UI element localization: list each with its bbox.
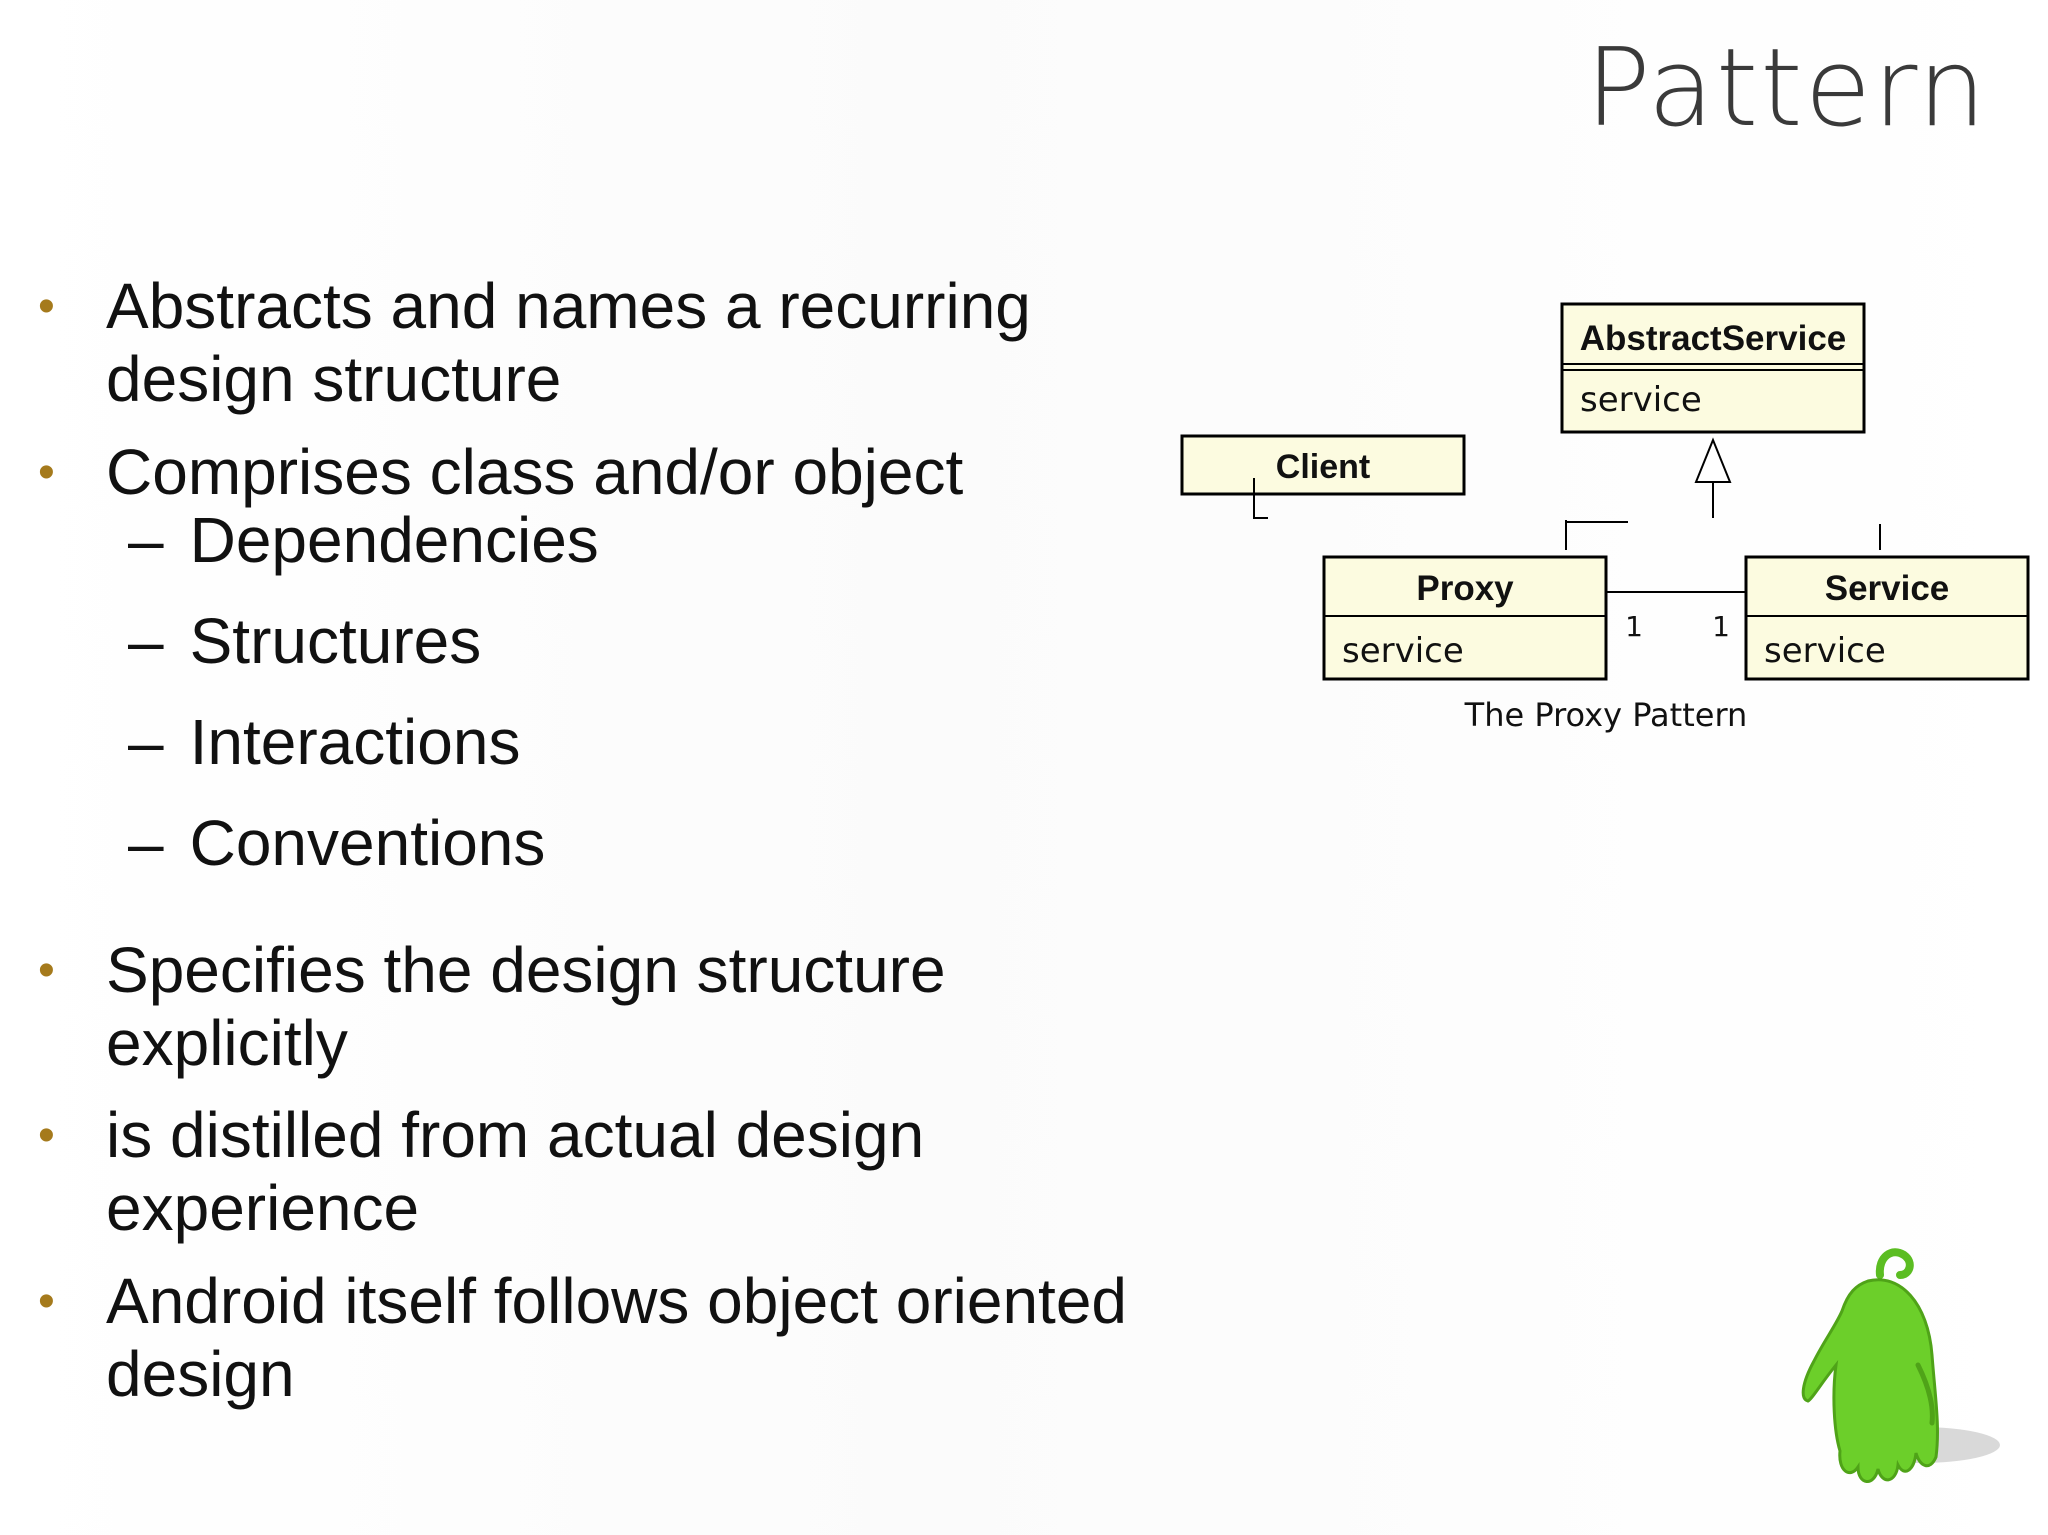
sub-bullet-text: Dependencies bbox=[189, 504, 599, 576]
proxy-class: Proxy service bbox=[1322, 555, 1608, 681]
association-line: 1 1 bbox=[1606, 591, 1746, 643]
sub-bullet-item: –Conventions bbox=[128, 807, 545, 880]
proxy-pattern-diagram: AbstractService service Client Proxy ser… bbox=[1180, 302, 2030, 734]
sub-bullet-marker: – bbox=[128, 605, 164, 677]
sub-bullet-marker: – bbox=[128, 504, 164, 576]
bullet-text: Android itself follows object oriented d… bbox=[106, 1265, 1127, 1410]
proxy-attribute: service bbox=[1342, 631, 1464, 671]
bullet-text: Specifies the design structure explicitl… bbox=[106, 934, 946, 1079]
bullet-item: • Abstracts and names a recurring design… bbox=[38, 270, 1146, 416]
sub-bullet-text: Interactions bbox=[189, 706, 521, 778]
client-class: Client bbox=[1180, 434, 1466, 496]
bullet-item: • Specifies the design structure explici… bbox=[38, 934, 1146, 1080]
service-attribute: service bbox=[1764, 631, 1886, 671]
service-name: Service bbox=[1825, 569, 1950, 608]
sub-bullet-marker: – bbox=[128, 807, 164, 879]
slide-title: Pattern bbox=[1585, 26, 1988, 151]
android-mascot-icon bbox=[1801, 1248, 2000, 1483]
diagram-caption: The Proxy Pattern bbox=[1464, 696, 1748, 734]
bullet-marker: • bbox=[38, 1275, 55, 1328]
sub-bullet-text: Conventions bbox=[189, 807, 546, 879]
bullet-item: • Android itself follows object oriented… bbox=[38, 1265, 1146, 1411]
proxy-name: Proxy bbox=[1416, 569, 1514, 608]
sub-bullet-text: Structures bbox=[189, 605, 482, 677]
bullet-text: is distilled from actual design experien… bbox=[106, 1099, 925, 1244]
client-name: Client bbox=[1276, 448, 1370, 486]
bullet-marker: • bbox=[38, 944, 55, 997]
sub-bullet-item: –Structures bbox=[128, 605, 481, 678]
multiplicity-service: 1 bbox=[1712, 610, 1730, 643]
abstract-service-attribute: service bbox=[1580, 380, 1702, 420]
bullet-marker: • bbox=[38, 446, 55, 499]
bullet-item: • Comprises class and/or object bbox=[38, 436, 1146, 509]
bullet-item: • is distilled from actual design experi… bbox=[38, 1099, 1146, 1245]
sub-bullet-item: –Dependencies bbox=[128, 504, 599, 577]
multiplicity-proxy: 1 bbox=[1625, 610, 1643, 643]
sub-bullet-marker: – bbox=[128, 706, 164, 778]
bullet-text: Abstracts and names a recurring design s… bbox=[106, 270, 1031, 415]
sub-bullet-item: –Interactions bbox=[128, 706, 520, 779]
bullet-marker: • bbox=[38, 280, 55, 333]
abstract-service-name: AbstractService bbox=[1580, 319, 1847, 358]
bullet-text: Comprises class and/or object bbox=[106, 436, 964, 508]
abstract-service-class: AbstractService service bbox=[1560, 302, 1866, 434]
service-class: Service service bbox=[1744, 555, 2030, 681]
generalization-arrow bbox=[1565, 437, 1881, 550]
bullet-marker: • bbox=[38, 1109, 55, 1162]
